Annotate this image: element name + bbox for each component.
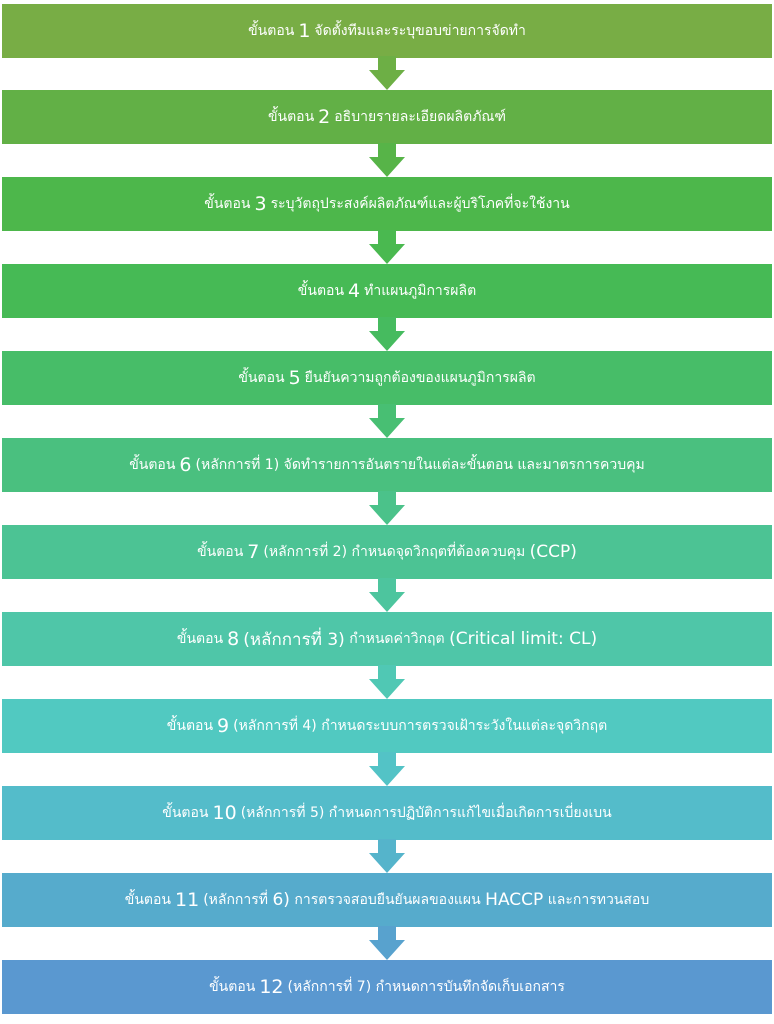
- step-text-tail: และการทวนสอบ: [547, 892, 650, 908]
- step-number: 7: [247, 541, 260, 563]
- step-text: กำหนดค่าวิกฤต: [349, 631, 445, 647]
- step-6: ขั้นตอน 6 (หลักการที่ 1) จัดทำรายการอันต…: [2, 438, 772, 492]
- step-principle-number: 6): [272, 890, 290, 910]
- step-number: 11: [175, 889, 200, 911]
- step-11: ขั้นตอน 11 (หลักการที่ 6) การตรวจสอบยืนย…: [2, 873, 772, 927]
- down-arrow-icon: [369, 665, 405, 699]
- step-4: ขั้นตอน 4 ทำแผนภูมิการผลิต: [2, 264, 772, 318]
- step-prefix: ขั้นตอน: [129, 457, 176, 473]
- step-principle: (หลักการที่ 3): [243, 629, 345, 650]
- step-text: (หลักการที่: [203, 892, 269, 908]
- step-text-after: การตรวจสอบยืนยันผลของแผน: [294, 892, 481, 908]
- step-prefix: ขั้นตอน: [124, 892, 171, 908]
- step-text: (หลักการที่ 7) กำหนดการบันทึกจัดเก็บเอกส…: [287, 979, 565, 995]
- step-prefix: ขั้นตอน: [204, 196, 251, 212]
- down-arrow-icon: [369, 839, 405, 873]
- step-3: ขั้นตอน 3 ระบุวัตถุประสงค์ผลิตภัณฑ์และผู…: [2, 177, 772, 231]
- step-prefix: ขั้นตอน: [197, 544, 244, 560]
- step-7: ขั้นตอน 7 (หลักการที่ 2) กำหนดจุดวิกฤตที…: [2, 525, 772, 579]
- step-prefix: ขั้นตอน: [162, 805, 209, 821]
- step-1: ขั้นตอน 1 จัดตั้งทีมและระบุขอบข่ายการจัด…: [2, 4, 772, 58]
- step-8: ขั้นตอน 8 (หลักการที่ 3) กำหนดค่าวิกฤต (…: [2, 612, 772, 666]
- step-number: 10: [212, 802, 237, 824]
- down-arrow-icon: [369, 143, 405, 177]
- down-arrow-icon: [369, 491, 405, 525]
- step-prefix: ขั้นตอน: [209, 979, 256, 995]
- step-text: ยืนยันความถูกต้องของแผนภูมิการผลิต: [304, 370, 536, 386]
- step-2: ขั้นตอน 2 อธิบายรายละเอียดผลิตภัณฑ์: [2, 90, 772, 144]
- step-number: 5: [288, 367, 301, 389]
- step-number: 6: [179, 454, 192, 476]
- step-text: (หลักการที่ 2) กำหนดจุดวิกฤตที่ต้องควบคุ…: [263, 544, 526, 560]
- step-prefix: ขั้นตอน: [166, 718, 214, 734]
- step-9: ขั้นตอน 9 (หลักการที่ 4) กำหนดระบบการตรว…: [2, 699, 772, 753]
- step-prefix: ขั้นตอน: [238, 370, 285, 386]
- step-number: 4: [348, 280, 361, 302]
- step-number: 2: [318, 106, 331, 128]
- down-arrow-icon: [369, 317, 405, 351]
- step-text: (หลักการที่ 1) จัดทำรายการอันตรายในแต่ละ…: [195, 457, 645, 473]
- step-text: ระบุวัตถุประสงค์ผลิตภัณฑ์และผู้บริโภคที่…: [270, 196, 570, 212]
- step-number: 12: [259, 976, 284, 998]
- step-text-haccp: HACCP: [485, 890, 544, 910]
- down-arrow-icon: [369, 230, 405, 264]
- step-text-critical-limit: (Critical limit: CL): [449, 629, 598, 649]
- down-arrow-icon: [369, 752, 405, 786]
- down-arrow-icon: [369, 926, 405, 960]
- step-text: (หลักการที่ 5) กำหนดการปฏิบัติการแก้ไขเม…: [240, 805, 612, 821]
- step-number: 8: [227, 628, 240, 650]
- down-arrow-icon: [369, 56, 405, 90]
- step-10: ขั้นตอน 10 (หลักการที่ 5) กำหนดการปฏิบัต…: [2, 786, 772, 840]
- step-5: ขั้นตอน 5 ยืนยันความถูกต้องของแผนภูมิการ…: [2, 351, 772, 405]
- step-prefix: ขั้นตอน: [297, 283, 345, 299]
- step-12: ขั้นตอน 12 (หลักการที่ 7) กำหนดการบันทึก…: [2, 960, 772, 1014]
- step-text: ทำแผนภูมิการผลิต: [364, 283, 477, 299]
- step-prefix: ขั้นตอน: [248, 23, 295, 39]
- step-number: 9: [217, 715, 230, 737]
- step-number: 3: [254, 193, 267, 215]
- step-prefix: ขั้นตอน: [267, 109, 315, 125]
- down-arrow-icon: [369, 578, 405, 612]
- down-arrow-icon: [369, 404, 405, 438]
- step-prefix: ขั้นตอน: [176, 631, 224, 647]
- step-text: อธิบายรายละเอียดผลิตภัณฑ์: [334, 109, 507, 125]
- step-text-ccp: (CCP): [529, 542, 577, 562]
- step-number: 1: [298, 20, 311, 42]
- step-text: จัดตั้งทีมและระบุขอบข่ายการจัดทำ: [314, 23, 526, 39]
- step-text: (หลักการที่ 4) กำหนดระบบการตรวจเฝ้าระวัง…: [233, 718, 608, 734]
